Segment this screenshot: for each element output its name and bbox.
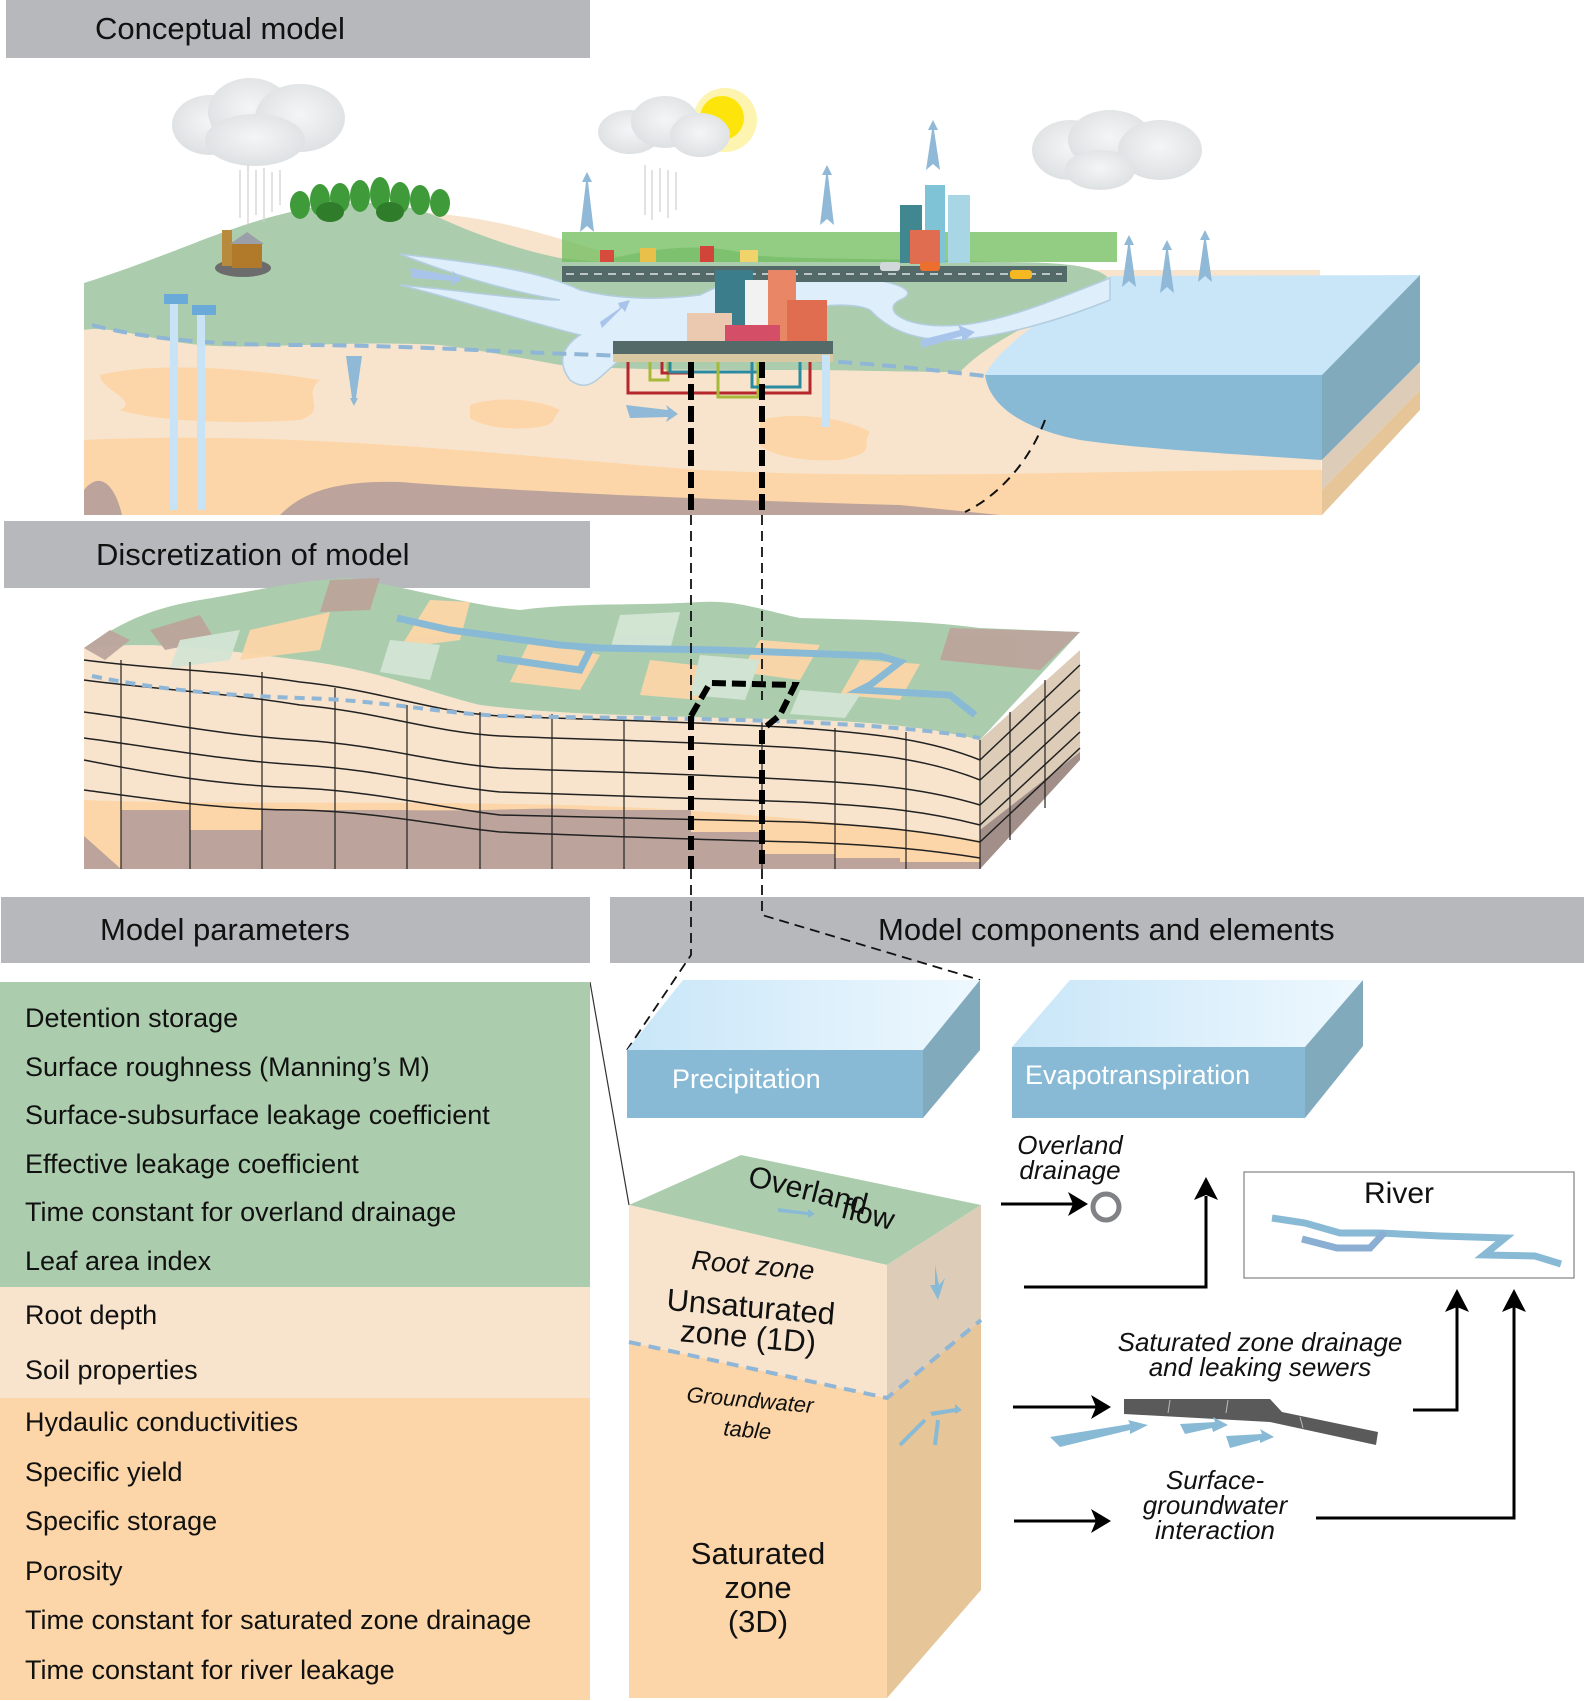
saltwater-interface-line — [964, 419, 1046, 513]
unsaturated-parameters-group: Root depth Soil properties — [0, 1287, 590, 1398]
sea-water-front — [985, 375, 1322, 460]
groundwater-table-label: Groundwater table — [683, 1380, 815, 1451]
saturated-zone-drainage-label-line1: Saturated zone drainage — [1117, 1327, 1403, 1357]
sgw-label-line2: groundwater — [1142, 1490, 1288, 1520]
param-item: Specific storage — [25, 1506, 218, 1536]
header-model-components: Model components and elements — [610, 897, 1584, 963]
land-surface-green — [84, 202, 1110, 372]
header-conceptual-model-label: Conceptual model — [95, 11, 345, 46]
header-model-parameters: Model parameters — [1, 897, 590, 963]
forest-icon — [290, 177, 450, 222]
zoom-connector-lines — [626, 515, 981, 1051]
header-discretization-label: Discretization of model — [96, 536, 410, 572]
saturated-zone-drainage-label-line2: and leaking sewers — [1148, 1352, 1372, 1382]
sewer-pipes — [626, 362, 812, 399]
param-item: Root depth — [25, 1300, 158, 1330]
param-item: Detention storage — [25, 1003, 239, 1033]
header-discretization: Discretization of model — [4, 521, 590, 588]
cloud-right — [1032, 110, 1202, 190]
leakage-flow-arrows — [1050, 1417, 1274, 1448]
groundwater-flow-arrow — [626, 405, 678, 422]
saturated-zone-label-line2: zone — [724, 1570, 792, 1605]
precipitation-label: Precipitation — [672, 1064, 821, 1094]
param-item: Time constant for saturated zone drainag… — [25, 1605, 532, 1635]
overland-drainage-node-icon — [1090, 1191, 1122, 1223]
param-item: Surface roughness (Manning’s M) — [25, 1051, 430, 1082]
param-item: Specific yield — [25, 1456, 183, 1487]
sea-side-face — [1322, 275, 1420, 460]
saturated-zone-drainage-label: Saturated zone drainage and leaking sewe… — [1090, 1327, 1430, 1382]
saturated-zone-label: Saturated zone (3D) — [683, 1537, 833, 1639]
town-icon — [562, 185, 1117, 282]
surface-groundwater-interaction-label: Surface- groundwater interaction — [1120, 1465, 1310, 1545]
param-item: Effective leakage coefficient — [25, 1148, 359, 1179]
model-cell-column-marker — [688, 362, 765, 515]
rain-streaks-middle — [644, 165, 677, 220]
evapotranspiration-block — [1012, 980, 1363, 1118]
param-item: Surface-subsurface leakage coefficient — [25, 1100, 490, 1130]
param-item: Time constant for river leakage — [25, 1654, 395, 1685]
soil-lens — [470, 399, 560, 429]
header-model-parameters-label: Model parameters — [100, 912, 350, 947]
soil-column-block — [628, 1155, 983, 1698]
param-item: Porosity — [25, 1555, 123, 1586]
river-label: River — [1363, 1177, 1434, 1210]
pumping-wells — [164, 294, 216, 510]
soil-side-face-sat — [1322, 390, 1420, 515]
grid-bedrock — [84, 808, 980, 869]
river-flow-arrow — [600, 300, 630, 328]
recharge-arrow — [346, 356, 362, 406]
discretization-grid-illustration — [83, 578, 1081, 869]
overland-drainage-label-line1: Overland — [1017, 1130, 1123, 1160]
overland-drainage-label-line2: drainage — [1019, 1155, 1121, 1185]
leaking-sewer-icon — [1124, 1399, 1378, 1445]
overland-drainage-label: Overland drainage — [1005, 1130, 1135, 1185]
grid-side-face-bedrock — [980, 752, 1080, 869]
city-well — [822, 355, 830, 427]
header-conceptual-model: Conceptual model — [6, 0, 590, 58]
river-flow-arrow — [920, 325, 975, 348]
overland-flow-arrow — [410, 268, 462, 286]
arrowheads — [1068, 1177, 1526, 1533]
groundwater-table-line — [91, 323, 986, 378]
unsaturated-zone-label: Unsaturated zone (1D) — [663, 1282, 836, 1360]
param-item: Hydaulic conductivities — [25, 1407, 299, 1437]
param-item: Time constant for overland drainage — [25, 1197, 457, 1227]
rain-streaks — [239, 165, 281, 225]
saturated-parameters-group: Hydaulic conductivities Specific yield S… — [0, 1398, 590, 1700]
sgw-label-line1: Surface- — [1165, 1465, 1265, 1495]
bedrock-layer — [84, 480, 1000, 515]
evapotranspiration-arrows — [580, 120, 1212, 293]
header-model-components-label: Model components and elements — [878, 912, 1335, 947]
surface-parameters-group: Detention storage Surface roughness (Man… — [0, 982, 590, 1287]
sgw-label-line3: interaction — [1155, 1515, 1275, 1545]
farm-icon — [215, 230, 271, 277]
rain-cloud-middle — [598, 96, 730, 157]
saturated-zone-label-line1: Saturated — [690, 1536, 826, 1571]
selected-grid-cell — [688, 679, 800, 869]
city-block-icon — [613, 270, 833, 362]
soil-lens — [760, 415, 870, 461]
river-line-icon — [1271, 1214, 1563, 1268]
precipitation-block — [627, 980, 980, 1118]
grid-column-lines — [120, 660, 1046, 869]
evapotranspiration-label: Evapotranspiration — [1025, 1060, 1251, 1090]
rain-cloud-left — [172, 78, 345, 166]
conceptual-model-illustration — [84, 78, 1420, 515]
river-tributary-icon — [1301, 1229, 1388, 1252]
param-connector-line — [589, 981, 630, 1206]
model-parameters-panel: Detention storage Surface roughness (Man… — [0, 982, 590, 1700]
component-flow-arrows — [1001, 1196, 1516, 1523]
saturated-zone-label-line3: (3D) — [727, 1604, 789, 1639]
param-item: Soil properties — [25, 1355, 198, 1385]
grid-river — [396, 614, 978, 718]
soil-side-face-unsat — [1322, 362, 1420, 490]
param-item: Leaf area index — [25, 1245, 212, 1276]
soil-lens — [100, 367, 320, 422]
grid-groundwater-table — [91, 674, 981, 740]
